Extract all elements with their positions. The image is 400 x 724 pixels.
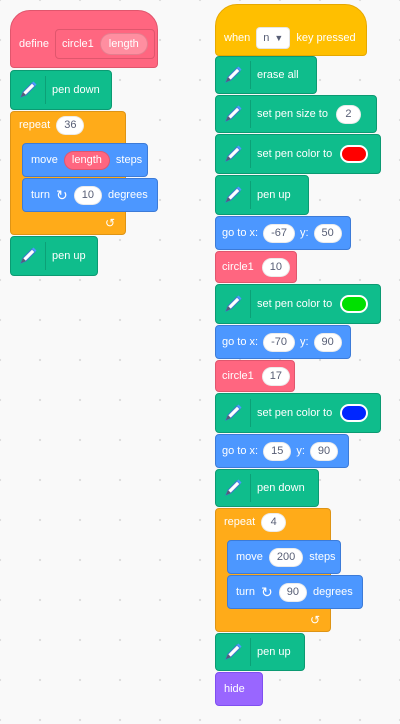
move-steps-input[interactable]: 200 — [268, 547, 304, 567]
custom-block-name: circle1 — [61, 38, 94, 50]
y-input[interactable]: 90 — [313, 332, 342, 352]
degrees-label: degrees — [312, 586, 353, 598]
set-pen-color-red-block[interactable]: set pen color to — [215, 134, 381, 174]
pen-icon — [216, 140, 251, 168]
pen-up-label: pen up — [257, 189, 291, 201]
go-to-x-label: go to x: — [222, 336, 259, 348]
pen-down-block-2[interactable]: pen down — [215, 469, 319, 507]
rotate-clockwise-icon: ↻ — [55, 187, 68, 203]
define-keyword: define — [19, 38, 49, 50]
set-pen-color-label: set pen color to — [257, 298, 333, 310]
repeat-label: repeat — [224, 516, 256, 528]
pen-down-label: pen down — [257, 482, 305, 494]
pen-size-input[interactable]: 2 — [335, 104, 361, 124]
circle1-length-input[interactable]: 10 — [261, 257, 291, 277]
pen-icon — [216, 100, 251, 128]
pen-down-label: pen down — [52, 84, 100, 96]
pen-icon — [216, 399, 251, 427]
pen-icon — [11, 76, 46, 104]
erase-all-block[interactable]: erase all — [215, 56, 317, 94]
y-input[interactable]: 90 — [309, 441, 339, 461]
erase-all-label: erase all — [257, 69, 299, 81]
x-input[interactable]: -67 — [263, 223, 295, 243]
pen-up-label: pen up — [52, 250, 86, 262]
pen-icon — [216, 474, 251, 502]
set-pen-size-block[interactable]: set pen size to 2 — [215, 95, 377, 133]
go-to-xy-block-1[interactable]: go to x: -67 y: 50 — [215, 216, 351, 250]
hide-label: hide — [224, 683, 245, 695]
key-value: n — [263, 32, 270, 44]
loop-arrow-icon: ↺ — [104, 216, 115, 230]
hide-block[interactable]: hide — [215, 672, 263, 706]
pen-icon — [216, 638, 251, 666]
turn-label: turn — [236, 586, 255, 598]
move-label: move — [236, 551, 263, 563]
set-pen-size-label: set pen size to — [257, 108, 328, 120]
chevron-down-icon: ▼ — [274, 33, 284, 43]
steps-label: steps — [309, 551, 336, 563]
repeat-count-input[interactable]: 4 — [261, 512, 287, 532]
pen-icon — [11, 242, 46, 270]
y-label: y: — [296, 445, 305, 457]
rotate-clockwise-icon: ↻ — [260, 584, 273, 600]
set-pen-color-label: set pen color to — [257, 407, 333, 419]
circle1-call-block-1[interactable]: circle1 10 — [215, 251, 297, 283]
pen-color-swatch-green[interactable] — [340, 295, 369, 313]
go-to-x-label: go to x: — [222, 227, 259, 239]
custom-block-prototype[interactable]: circle1 length — [54, 29, 155, 59]
pen-up-block-1[interactable]: pen up — [215, 175, 309, 215]
turn-label: turn — [31, 189, 50, 201]
repeat-label: repeat — [19, 119, 51, 131]
pen-up-block[interactable]: pen up — [10, 236, 98, 276]
set-pen-color-green-block[interactable]: set pen color to — [215, 284, 381, 324]
turn-degrees-input[interactable]: 90 — [278, 582, 307, 602]
length-parameter[interactable]: length — [99, 33, 148, 55]
pen-up-label: pen up — [257, 646, 291, 658]
pen-icon — [216, 290, 251, 318]
repeat-count-input[interactable]: 36 — [56, 115, 85, 135]
pen-color-swatch-blue[interactable] — [340, 404, 369, 422]
pen-up-block-2[interactable]: pen up — [215, 633, 305, 671]
loop-arrow-icon: ↺ — [309, 613, 320, 627]
pen-color-swatch-red[interactable] — [340, 145, 369, 163]
go-to-xy-block-3[interactable]: go to x: 15 y: 90 — [215, 434, 349, 468]
length-reporter[interactable]: length — [63, 150, 110, 170]
circle1-length-input[interactable]: 17 — [261, 366, 291, 386]
pen-icon — [216, 181, 251, 209]
circle1-call-label: circle1 — [222, 370, 254, 382]
move-label: move — [31, 154, 58, 166]
steps-label: steps — [115, 154, 143, 166]
x-input[interactable]: 15 — [263, 441, 292, 461]
when-key-pressed-hat[interactable]: when n ▼ key pressed — [215, 4, 367, 56]
turn-90-degrees-block[interactable]: turn ↻ 90 degrees — [227, 575, 363, 609]
move-200-steps-block[interactable]: move 200 steps — [227, 540, 341, 574]
set-pen-color-blue-block[interactable]: set pen color to — [215, 393, 381, 433]
y-label: y: — [299, 336, 309, 348]
turn-degrees-input[interactable]: 10 — [73, 185, 102, 205]
key-dropdown[interactable]: n ▼ — [256, 27, 291, 49]
degrees-label: degrees — [107, 189, 148, 201]
y-input[interactable]: 50 — [313, 223, 342, 243]
set-pen-color-label: set pen color to — [257, 148, 333, 160]
circle1-call-block-2[interactable]: circle1 17 — [215, 360, 295, 392]
when-label: when — [224, 32, 251, 44]
define-circle1-block[interactable]: define circle1 length — [10, 10, 158, 68]
pen-down-block[interactable]: pen down — [10, 70, 112, 110]
go-to-xy-block-2[interactable]: go to x: -70 y: 90 — [215, 325, 351, 359]
move-length-steps-block[interactable]: move length steps — [22, 143, 148, 177]
go-to-x-label: go to x: — [222, 445, 259, 457]
circle1-call-label: circle1 — [222, 261, 254, 273]
pen-icon — [216, 61, 251, 89]
x-input[interactable]: -70 — [263, 332, 295, 352]
y-label: y: — [299, 227, 309, 239]
key-pressed-label: key pressed — [296, 32, 356, 44]
turn-10-degrees-block[interactable]: turn ↻ 10 degrees — [22, 178, 158, 212]
